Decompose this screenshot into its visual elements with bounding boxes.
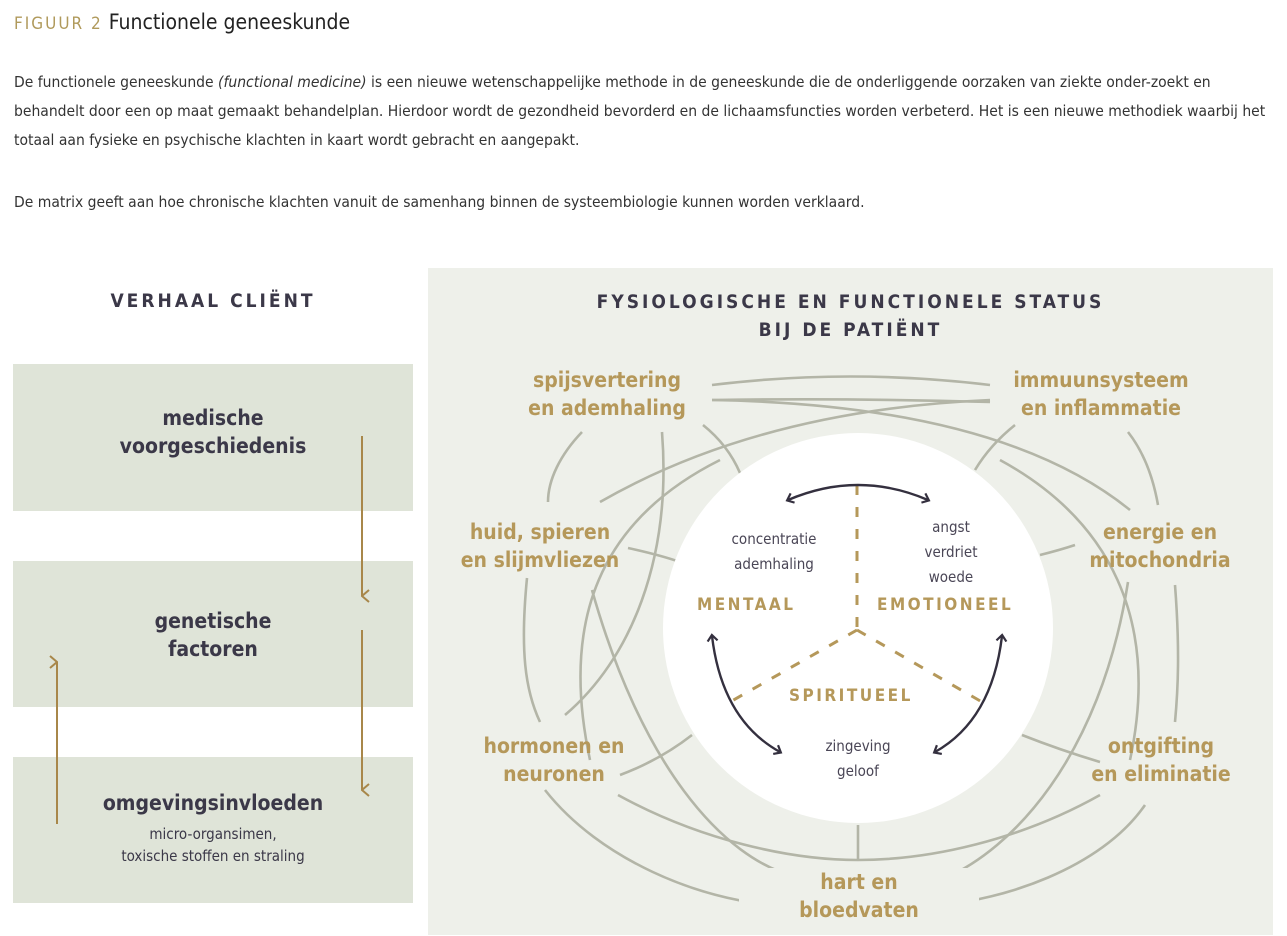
mentaal-items: concentratie ademhaling <box>731 530 817 573</box>
intro-paragraph: De functionele geneeskunde (functional m… <box>14 68 1274 155</box>
node-immuunsysteem: immuunsysteem en inflammatie <box>1013 368 1189 420</box>
box-label: omgevingsinvloeden <box>102 791 324 815</box>
matrix-paragraph: De matrix geeft aan hoe chronische klach… <box>14 193 865 211</box>
curve <box>1173 584 1180 723</box>
node-ontgifting: ontgifting en eliminatie <box>1091 734 1231 786</box>
curve <box>1126 431 1160 506</box>
figure-number: FIGUUR 2 <box>14 14 103 34</box>
box-genetic-factors: genetische factoren <box>13 561 413 707</box>
curve <box>973 423 1016 471</box>
intro-italic: (functional medicine) <box>218 73 367 91</box>
figure-heading: Functionele geneeskunde <box>108 10 351 34</box>
curve <box>1021 733 1101 764</box>
curve <box>579 458 721 761</box>
box-environment: omgevingsinvloeden micro-organsimen, tox… <box>13 757 413 903</box>
spiritueel-items: zingeving geloof <box>825 737 891 780</box>
curve <box>944 581 1130 880</box>
node-spijsvertering: spijsvertering en ademhaling <box>528 368 686 420</box>
intro-text-1: De functionele geneeskunde <box>14 73 219 91</box>
curve <box>546 431 583 503</box>
connection-curves <box>522 375 1180 907</box>
curve <box>522 577 542 723</box>
curve <box>619 733 693 777</box>
divider-left <box>729 628 858 704</box>
curve <box>617 793 859 862</box>
label-mentaal: MENTAAL <box>697 595 796 615</box>
arrow-mentaal-spiritueel <box>706 633 783 756</box>
divider-lines <box>729 485 983 704</box>
divider-right <box>856 628 983 704</box>
curve <box>564 431 665 716</box>
curve <box>999 458 1140 761</box>
box-sublabel: micro-organsimen, toxische stoffen en st… <box>121 825 305 865</box>
intro-text-2: is een nieuwe wetenschappelijke methode … <box>14 73 1266 149</box>
node-huid: huid, spieren en slijmvliezen <box>460 520 620 572</box>
label-spiritueel: SPIRITUEEL <box>789 686 913 706</box>
curve <box>1039 543 1076 557</box>
center-arrows <box>706 483 1008 756</box>
node-hart: hart en bloedvaten <box>739 868 979 924</box>
box-label: genetische factoren <box>154 609 272 661</box>
left-heading: VERHAAL CLIËNT <box>110 290 316 312</box>
arrow-mentaal-emotioneel <box>785 483 931 504</box>
arrow-emotioneel-spiritueel <box>932 633 1008 755</box>
label-emotioneel: EMOTIONEEL <box>877 595 1014 615</box>
curve <box>599 398 991 504</box>
emotioneel-items: angst verdriet woede <box>924 518 978 586</box>
curve <box>590 589 801 880</box>
node-hormonen: hormonen en neuronen <box>483 734 625 786</box>
node-energie: energie en mitochondria <box>1089 520 1231 572</box>
right-heading: FYSIOLOGISCHE EN FUNCTIONELE STATUS BIJ … <box>596 291 1105 341</box>
curve <box>711 375 991 387</box>
box-label: medische voorgeschiedenis <box>119 406 307 458</box>
curve <box>857 793 1101 862</box>
box-medical-history: medische voorgeschiedenis <box>13 364 413 511</box>
curve <box>711 398 1131 512</box>
